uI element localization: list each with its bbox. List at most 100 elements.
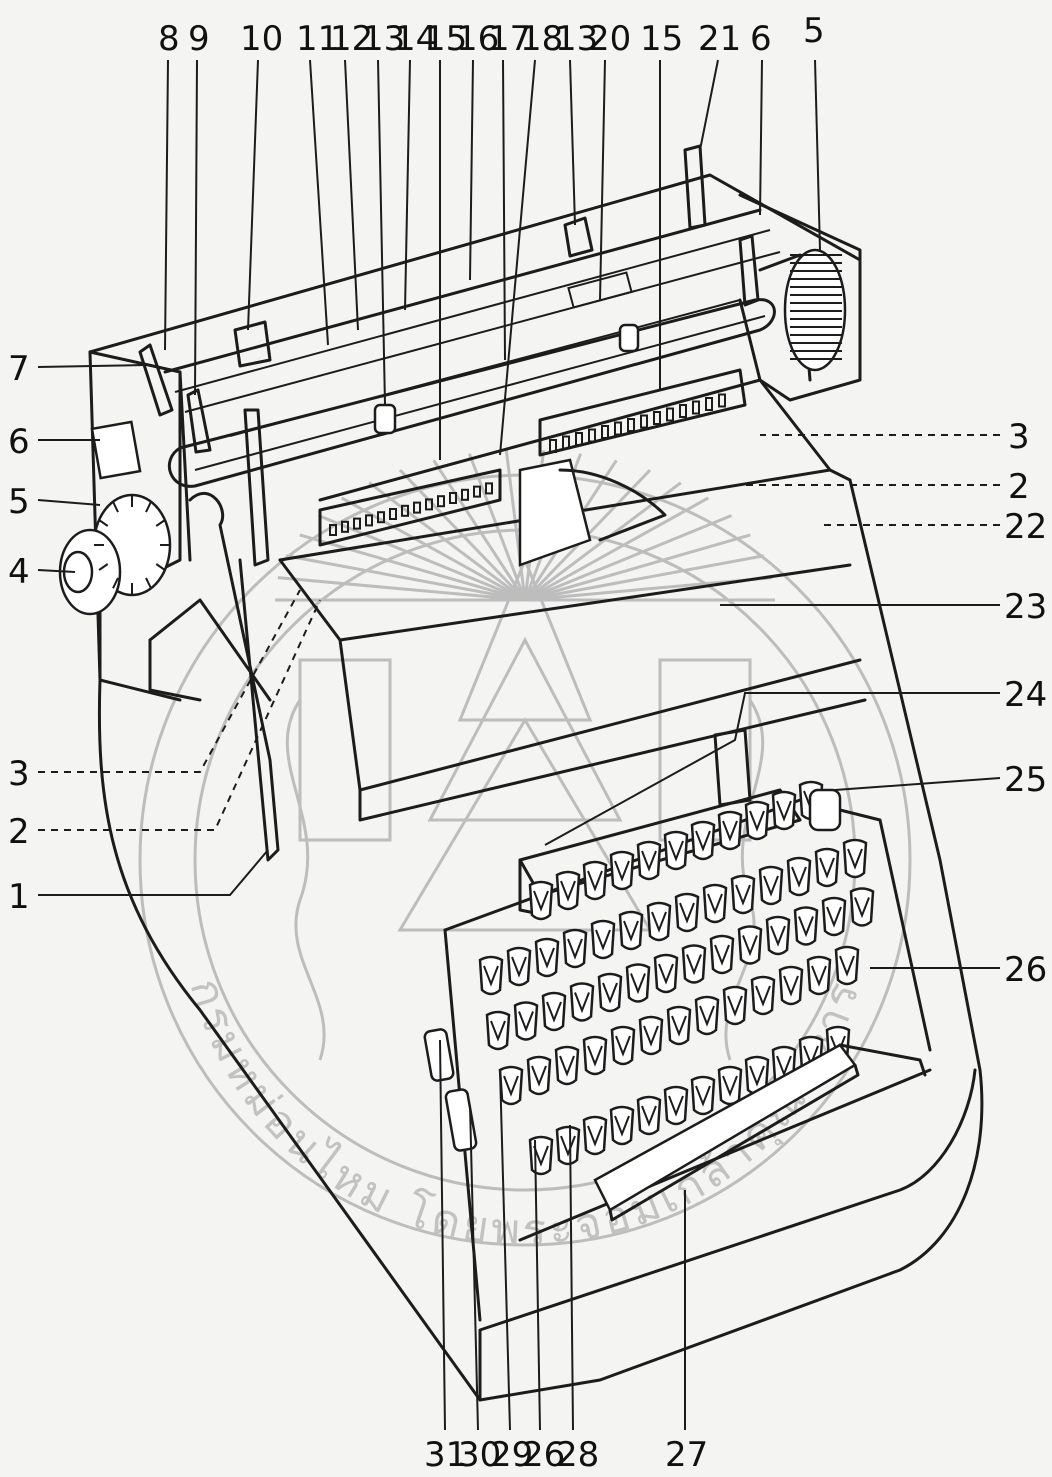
knob-ridge — [98, 519, 109, 527]
key — [528, 880, 554, 921]
knob-ridge — [155, 563, 166, 571]
keyboard — [478, 780, 875, 1176]
knob-ridge — [112, 501, 119, 513]
key — [582, 860, 608, 901]
callout-31: 31 — [424, 1435, 467, 1475]
key — [498, 1065, 524, 1106]
watermark-ray — [368, 481, 526, 602]
key — [709, 934, 735, 975]
key — [638, 1015, 664, 1056]
callout-2: 2 — [8, 812, 30, 852]
callout-3: 3 — [8, 754, 30, 794]
watermark-ray — [524, 554, 765, 602]
type-bar — [353, 517, 361, 530]
type-bar — [640, 414, 648, 429]
callout-15: 15 — [424, 19, 467, 59]
callout-25: 25 — [1004, 760, 1047, 800]
watermark-seal: กรมหม่อนไหม โดยพระจอมเกล้าคุณทหาร — [138, 450, 912, 1256]
key — [821, 896, 847, 937]
key — [646, 901, 672, 942]
callout-22: 22 — [1004, 507, 1047, 547]
watermark-ray — [524, 496, 709, 602]
key — [636, 1095, 662, 1136]
key — [814, 847, 840, 888]
key — [690, 820, 716, 861]
key — [597, 972, 623, 1013]
leader-lines — [37, 59, 1001, 1431]
type-bar — [377, 511, 385, 524]
type-bar — [601, 425, 609, 439]
key — [778, 965, 804, 1006]
callout-26: 26 — [522, 1435, 565, 1475]
key — [750, 975, 776, 1016]
key — [526, 1055, 552, 1096]
type-bar — [389, 508, 397, 520]
type-bar — [425, 498, 433, 511]
type-bar — [588, 428, 596, 443]
key — [663, 1085, 689, 1126]
callout-8: 8 — [158, 19, 180, 59]
type-bar — [401, 504, 409, 517]
callout-3: 3 — [1008, 417, 1030, 457]
key — [506, 946, 532, 987]
type-bar — [449, 492, 457, 504]
type-bar — [437, 495, 445, 508]
watermark-ray — [524, 481, 682, 602]
key — [663, 830, 689, 871]
callout-27: 27 — [665, 1435, 708, 1475]
watermark-ray — [504, 450, 527, 601]
key — [569, 982, 595, 1022]
key — [758, 865, 784, 906]
callout-6: 6 — [8, 422, 30, 462]
callout-26: 26 — [1004, 950, 1047, 990]
key — [771, 790, 797, 831]
callout-9: 9 — [188, 19, 210, 59]
type-bar — [679, 404, 687, 418]
key — [562, 928, 588, 969]
key — [636, 840, 662, 881]
watermark-ray — [467, 453, 527, 601]
key — [806, 955, 832, 996]
left-platen-knob — [58, 493, 172, 616]
watermark-ray — [299, 533, 526, 602]
type-bar — [653, 411, 661, 425]
watermark-ray — [317, 514, 526, 602]
watermark-ray — [524, 514, 733, 602]
key — [694, 995, 720, 1036]
key — [722, 985, 748, 1026]
callout-1: 1 — [8, 877, 30, 917]
key — [793, 906, 819, 946]
type-bar — [614, 421, 622, 436]
type-bar — [413, 501, 421, 514]
callout-2: 2 — [1008, 467, 1030, 507]
callout-13: 13 — [555, 19, 598, 59]
key — [554, 1045, 580, 1086]
key — [842, 838, 868, 879]
key — [690, 1075, 716, 1116]
key — [610, 1025, 636, 1066]
watermark-ray — [524, 533, 751, 602]
type-bar — [365, 514, 373, 527]
key — [582, 1035, 608, 1076]
type-bar — [473, 485, 481, 498]
callout-5: 5 — [803, 11, 825, 51]
callout-6: 6 — [750, 19, 772, 59]
callout-7: 7 — [8, 349, 30, 389]
type-bar — [461, 488, 469, 501]
key — [534, 937, 560, 978]
key — [625, 963, 651, 1003]
callout-21: 21 — [698, 19, 741, 59]
key — [786, 856, 812, 897]
knob-ridge — [145, 577, 152, 589]
key — [737, 925, 763, 965]
key — [702, 883, 728, 924]
callout-11: 11 — [296, 19, 339, 59]
type-bar — [329, 524, 337, 536]
callout-15: 15 — [640, 19, 683, 59]
key — [653, 953, 679, 994]
callout-23: 23 — [1004, 587, 1047, 627]
key — [541, 991, 567, 1032]
watermark-ray — [398, 469, 527, 602]
type-bar — [341, 520, 349, 533]
